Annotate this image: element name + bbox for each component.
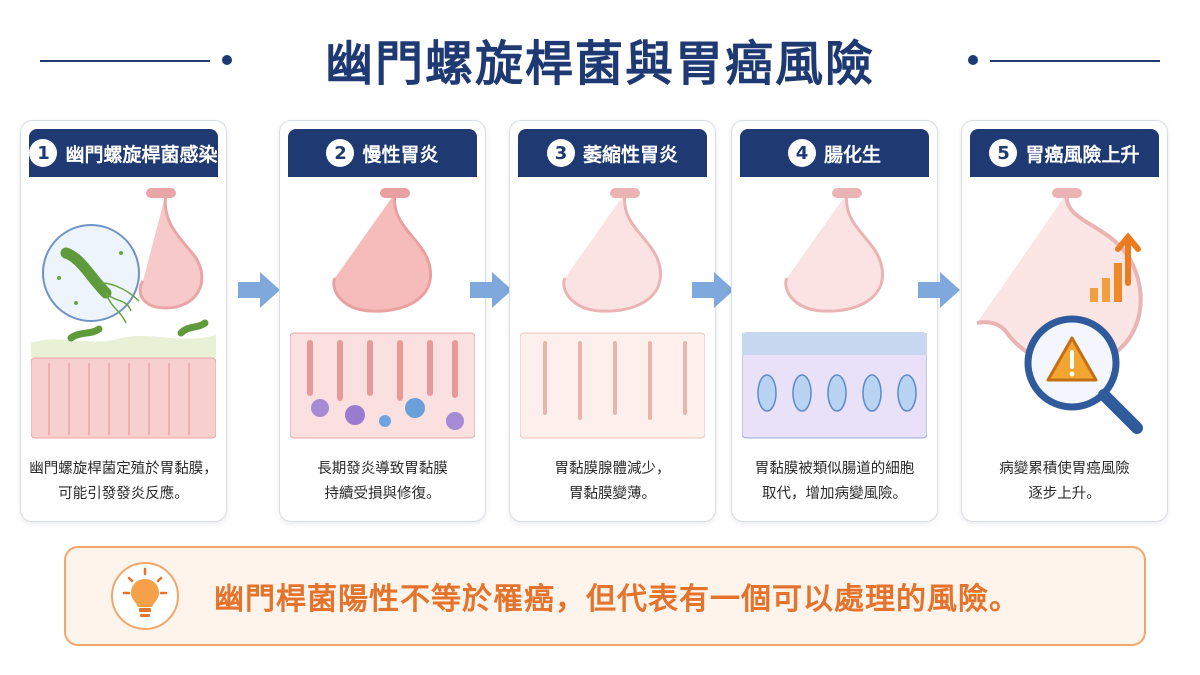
arrow-right-icon [238, 272, 280, 308]
step-description-5-line-2: 逐步上升。 [1028, 486, 1101, 502]
step-description-4-line-2: 取代，增加病變風險。 [762, 486, 907, 502]
title-line-left [40, 60, 210, 62]
step-header-4: 4 腸化生 [740, 129, 929, 177]
title-line-right [990, 60, 1160, 62]
step-card-5: 5 胃癌風險上升 病變累積使胃癌風險 逐步上升。 [961, 120, 1168, 522]
step-description-4-line-1: 胃黏膜被類似腸道的細胞 [754, 461, 915, 477]
step-header-5: 5 胃癌風險上升 [970, 129, 1159, 177]
cancer-risk-illustration [976, 188, 1143, 434]
step-description-5: 病變累積使胃癌風險 逐步上升。 [968, 457, 1161, 507]
intestinal-metaplasia-illustration [742, 188, 927, 439]
step-number-5: 5 [989, 139, 1018, 167]
step-description-5-line-1: 病變累積使胃癌風險 [999, 461, 1130, 477]
step-label-3: 萎縮性胃炎 [582, 143, 678, 166]
banner-message: 幽門桿菌陽性不等於罹癌，但代表有一個可以處理的風險。 [214, 582, 1020, 617]
step-label-1: 幽門螺旋桿菌感染 [65, 143, 218, 166]
step-description-2-line-1: 長期發炎導致胃黏膜 [317, 461, 448, 477]
step-description-2: 長期發炎導致胃黏膜 持續受損與修復。 [286, 457, 479, 507]
title-dot-left [222, 55, 232, 65]
step-card-4: 4 腸化生 胃黏膜被類似腸道的細胞 取代，增加病變風險。 [731, 120, 938, 522]
title-dot-right [968, 55, 978, 65]
step-label-4: 腸化生 [823, 143, 881, 166]
title-row: 幽門螺旋桿菌與胃癌風險 [0, 18, 1200, 92]
step-header-3: 3 萎縮性胃炎 [518, 129, 707, 177]
step-card-1: 1 幽門螺旋桿菌感染 幽門螺旋桿菌定殖於胃黏膜， 可能引發發炎反應。 [20, 120, 227, 522]
step-description-1: 幽門螺旋桿菌定殖於胃黏膜， 可能引發發炎反應。 [27, 457, 220, 507]
step-description-3-line-2: 胃黏膜變薄。 [569, 486, 656, 502]
step-number-3: 3 [546, 139, 575, 167]
step-label-2: 慢性胃炎 [362, 143, 439, 166]
step-header-2: 2 慢性胃炎 [288, 129, 477, 177]
arrow-right-icon [692, 272, 734, 308]
step-description-3-line-1: 胃黏膜腺體減少， [554, 461, 671, 477]
arrow-right-icon [918, 272, 960, 308]
atrophic-gastritis-illustration [520, 188, 705, 439]
chronic-gastritis-illustration [290, 188, 475, 439]
key-message-banner: 幽門桿菌陽性不等於罹癌，但代表有一個可以處理的風險。 [64, 546, 1146, 646]
step-card-2: 2 慢性胃炎 長期發炎導致胃黏膜 持續受損與修復。 [279, 120, 486, 522]
step-number-1: 1 [29, 139, 58, 167]
infection-illustration [31, 188, 216, 439]
step-header-1: 1 幽門螺旋桿菌感染 [29, 129, 218, 177]
step-label-5: 胃癌風險上升 [1025, 143, 1140, 166]
step-description-3: 胃黏膜腺體減少， 胃黏膜變薄。 [516, 457, 709, 507]
step-number-2: 2 [326, 139, 355, 167]
step-description-4: 胃黏膜被類似腸道的細胞 取代，增加病變風險。 [738, 457, 931, 507]
lightbulb-icon [111, 562, 179, 630]
step-description-1-line-1: 幽門螺旋桿菌定殖於胃黏膜， [29, 461, 218, 477]
step-description-2-line-2: 持續受損與修復。 [324, 486, 441, 502]
step-description-1-line-2: 可能引發發炎反應。 [58, 486, 189, 502]
page-title: 幽門螺旋桿菌與胃癌風險 [324, 36, 875, 92]
step-number-4: 4 [787, 139, 816, 167]
step-card-3: 3 萎縮性胃炎 胃黏膜腺體減少， 胃黏膜變薄。 [509, 120, 716, 522]
arrow-right-icon [470, 272, 512, 308]
